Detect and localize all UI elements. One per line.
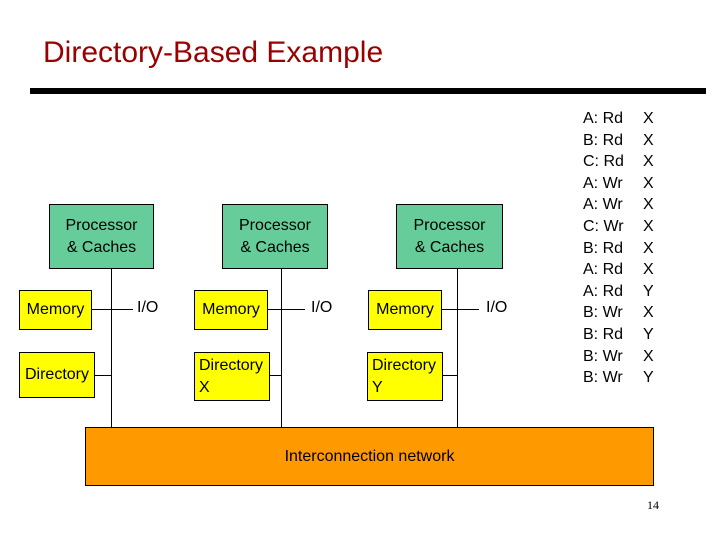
access-target: X bbox=[643, 153, 654, 171]
access-operation: B: Wr bbox=[583, 304, 623, 322]
access-target: X bbox=[643, 174, 654, 192]
access-operation: A: Rd bbox=[583, 261, 624, 279]
access-sequence-row: A: Rd Y bbox=[583, 281, 667, 303]
node-3-memory-connector bbox=[442, 309, 457, 310]
node-1-processor-line-1: Processor bbox=[65, 216, 138, 234]
node-3-processor-caches: Processor & Caches bbox=[396, 204, 503, 269]
access-sequence-row: C: Rd X bbox=[583, 151, 667, 173]
node-3-directory-line-1: Directory bbox=[372, 356, 437, 374]
node-2-memory: Memory bbox=[194, 290, 268, 330]
access-operation: B: Wr bbox=[583, 369, 623, 387]
node-3-bus bbox=[457, 269, 458, 427]
node-3-directory-connector bbox=[443, 375, 457, 376]
access-operation: A: Rd bbox=[583, 110, 624, 127]
slide-title: Directory-Based Example bbox=[43, 36, 384, 69]
interconnection-network: Interconnection network bbox=[85, 427, 654, 486]
node-3-processor-line-2: & Caches bbox=[414, 238, 485, 256]
access-operation: A: Wr bbox=[583, 196, 623, 214]
node-1-io: I/O bbox=[137, 299, 159, 316]
node-2-processor-line-2: & Caches bbox=[240, 238, 310, 256]
access-target: X bbox=[643, 131, 654, 149]
access-operation: C: Wr bbox=[583, 217, 624, 235]
node-1-memory: Memory bbox=[19, 290, 92, 330]
access-target: X bbox=[643, 304, 654, 322]
access-sequence-row: B: Wr X bbox=[583, 346, 667, 368]
access-target: X bbox=[643, 347, 654, 365]
access-operation: B: Rd bbox=[583, 325, 624, 343]
node-3-memory: Memory bbox=[368, 290, 442, 330]
node-2-directory-connector bbox=[270, 375, 281, 376]
access-target: X bbox=[643, 261, 654, 279]
access-operation: A: Rd bbox=[583, 282, 624, 300]
node-3-io-connector bbox=[457, 309, 479, 310]
access-target: X bbox=[643, 239, 654, 257]
access-sequence-row: A: Rd X bbox=[583, 259, 667, 281]
interconnection-network-label: Interconnection network bbox=[284, 447, 455, 465]
node-2-directory: Directory X bbox=[194, 352, 270, 401]
node-3-directory: Directory Y bbox=[367, 352, 443, 401]
node-2-memory-connector bbox=[268, 309, 281, 310]
node-3-processor-line-1: Processor bbox=[413, 216, 486, 234]
access-sequence-row: B: Rd X bbox=[583, 130, 667, 152]
page-number: 14 bbox=[647, 498, 659, 512]
node-1-processor-caches: Processor & Caches bbox=[49, 204, 154, 269]
access-sequence-row: B: Rd Y bbox=[583, 324, 667, 346]
node-2-directory-line-1: Directory bbox=[199, 356, 264, 374]
access-operation: A: Wr bbox=[583, 174, 623, 192]
access-sequence-row: B: Rd X bbox=[583, 238, 667, 260]
node-2-processor-line-1: Processor bbox=[238, 216, 312, 234]
node-2-bus bbox=[281, 269, 282, 427]
node-1-memory-connector bbox=[92, 309, 111, 310]
node-1-bus bbox=[111, 269, 112, 427]
node-3-directory-line-2: Y bbox=[372, 378, 383, 396]
access-sequence-row: B: Wr Y bbox=[583, 367, 667, 389]
node-2-directory-line-2: X bbox=[199, 378, 210, 396]
access-target: Y bbox=[643, 282, 654, 300]
access-sequence-row: B: Wr X bbox=[583, 302, 667, 324]
node-1-directory-label: Directory bbox=[24, 366, 89, 383]
node-1-processor-line-2: & Caches bbox=[66, 238, 137, 256]
access-operation: C: Rd bbox=[583, 153, 624, 171]
access-operation: B: Rd bbox=[583, 239, 624, 257]
access-operation: B: Rd bbox=[583, 131, 624, 149]
node-1-directory-connector bbox=[95, 375, 111, 376]
access-target: X bbox=[643, 217, 654, 235]
title-divider bbox=[30, 88, 706, 94]
node-1-directory: Directory bbox=[19, 352, 95, 398]
access-operation: B: Wr bbox=[583, 347, 623, 365]
access-target: X bbox=[643, 110, 654, 127]
access-sequence-row: A: Rd X bbox=[583, 108, 667, 130]
node-2-processor-caches: Processor & Caches bbox=[222, 204, 328, 269]
access-target: X bbox=[643, 196, 654, 214]
node-3-io: I/O bbox=[486, 299, 508, 316]
access-target: Y bbox=[643, 369, 654, 387]
access-target: Y bbox=[643, 325, 654, 343]
access-sequence-row: C: Wr X bbox=[583, 216, 667, 238]
node-2-io: I/O bbox=[311, 299, 333, 316]
access-sequence-row: A: Wr X bbox=[583, 173, 667, 195]
node-1-io-connector bbox=[111, 309, 133, 310]
node-2-io-connector bbox=[281, 309, 305, 310]
access-sequence-row: A: Wr X bbox=[583, 194, 667, 216]
